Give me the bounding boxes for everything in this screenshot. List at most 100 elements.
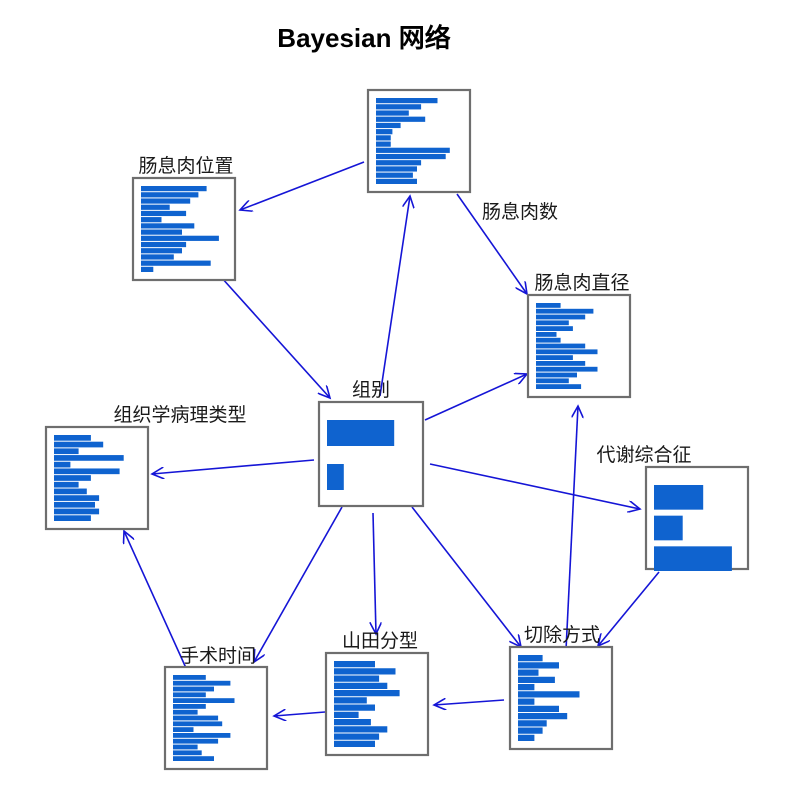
distribution-bar (173, 750, 202, 756)
distribution-bar (518, 720, 547, 727)
edge-yamada-to-time (274, 712, 326, 716)
distribution-bar (173, 686, 214, 692)
node-group[interactable]: 组别 (317, 379, 425, 508)
distribution-bar (327, 420, 395, 446)
distribution-bar (141, 198, 191, 204)
distribution-bar (54, 435, 91, 441)
distribution-bar (376, 172, 413, 178)
distribution-bar (334, 740, 375, 747)
distribution-bar (334, 726, 388, 733)
distribution-bar (376, 147, 450, 153)
distribution-bar (518, 727, 543, 734)
distribution-bar (334, 682, 388, 689)
distribution-bar (334, 690, 400, 697)
distribution-bar (54, 481, 79, 488)
distribution-bar (536, 349, 598, 355)
edge-group-to-surgery (411, 506, 521, 647)
edge-group-to-count (379, 196, 410, 397)
node-diameter[interactable]: 肠息肉直径 (526, 272, 632, 399)
node-label: 山田分型 (342, 630, 418, 652)
node-histology[interactable]: 组织学病理类型 (44, 404, 247, 531)
distribution-bar (141, 266, 154, 272)
node-label: 手术时间 (180, 645, 256, 667)
distribution-bar (54, 488, 87, 495)
distribution-bar (141, 254, 174, 260)
distribution-bar (518, 698, 535, 705)
distribution-bar (536, 332, 557, 337)
distribution-bar (54, 455, 124, 461)
distribution-bar (536, 343, 586, 349)
edge-group-to-metabolic (429, 463, 640, 509)
distribution-bar (536, 355, 573, 360)
distribution-bar (173, 692, 206, 698)
node-metabolic[interactable]: 代谢综合征 (596, 444, 750, 571)
distribution-bar (376, 178, 417, 184)
distribution-bar (376, 98, 438, 104)
distribution-bar (173, 704, 206, 709)
distribution-bar (173, 738, 219, 744)
distribution-bar (173, 721, 223, 727)
distribution-bar (376, 153, 446, 160)
node-label: 切除方式 (524, 624, 600, 646)
distribution-bar (141, 241, 187, 248)
distribution-bar (327, 464, 344, 490)
distribution-bar (334, 661, 375, 668)
node-label: 组织学病理类型 (113, 404, 246, 426)
distribution-bar (334, 711, 359, 718)
node-surgery[interactable]: 切除方式 (508, 624, 614, 751)
distribution-bar (54, 508, 100, 515)
distribution-bar (173, 709, 198, 715)
node-count[interactable]: 肠息肉数 (366, 88, 558, 223)
distribution-bar (141, 186, 207, 192)
distribution-bar (518, 662, 559, 669)
distribution-bar (54, 461, 71, 468)
distribution-bar (376, 116, 426, 122)
distribution-bar (536, 303, 561, 308)
node-label: 肠息肉数 (482, 201, 558, 223)
distribution-bar (173, 744, 198, 750)
node-yamada[interactable]: 山田分型 (324, 630, 430, 757)
distribution-bar (173, 756, 214, 761)
distribution-bar (141, 248, 182, 254)
distribution-bar (54, 495, 100, 501)
distribution-bar (141, 210, 187, 217)
edge-group-to-time (254, 506, 343, 662)
distribution-bar (141, 260, 211, 266)
distribution-bar (654, 546, 732, 571)
distribution-bar (173, 680, 231, 686)
distribution-bar (518, 676, 555, 683)
edge-surgery-to-diameter (565, 406, 578, 651)
distribution-bar (376, 129, 393, 135)
distribution-bar (376, 160, 422, 166)
edge-group-to-histology (152, 459, 315, 474)
distribution-bar (376, 166, 417, 172)
distribution-bar (654, 515, 683, 541)
distribution-bar (54, 468, 120, 475)
distribution-bar (141, 229, 182, 235)
distribution-bar (173, 698, 235, 703)
distribution-bar (334, 733, 380, 740)
distribution-bar (376, 141, 391, 147)
distribution-bar (518, 713, 568, 720)
edge-group-to-diameter (424, 374, 527, 421)
distribution-bar (334, 675, 380, 682)
edge-surgery-to-yamada (434, 700, 505, 705)
edges-layer (124, 161, 660, 716)
distribution-bar (376, 110, 409, 116)
node-label: 肠息肉位置 (138, 155, 233, 177)
node-location[interactable]: 肠息肉位置 (131, 155, 237, 282)
edge-count-to-location (240, 161, 365, 210)
distribution-bar (141, 223, 195, 229)
distribution-bar (54, 515, 91, 521)
edge-group-to-yamada (373, 512, 376, 634)
node-label: 肠息肉直径 (534, 272, 629, 294)
distribution-bar (173, 675, 206, 680)
distribution-bar (518, 669, 539, 676)
distribution-bar (376, 122, 401, 129)
distribution-bar (54, 441, 104, 448)
distribution-bar (654, 485, 704, 510)
node-time[interactable]: 手术时间 (163, 645, 269, 771)
distribution-bar (536, 372, 577, 378)
